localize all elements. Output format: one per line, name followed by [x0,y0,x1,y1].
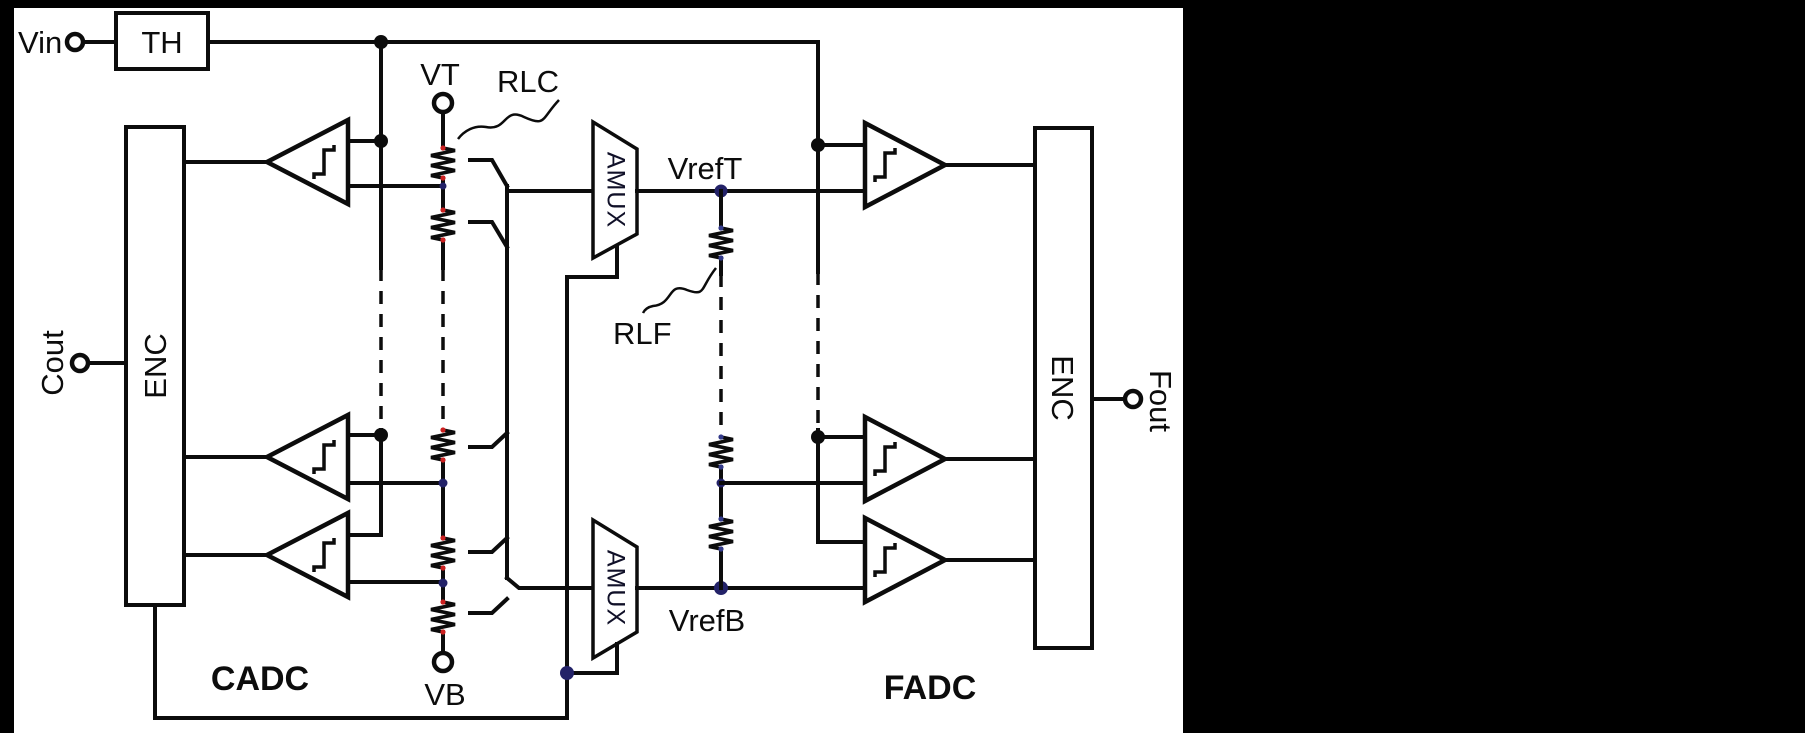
switch-4 [468,535,510,554]
enc-left-label: ENC [138,333,173,398]
track-hold-block: TH [114,11,210,71]
rlc-label: RLC [497,64,559,99]
switch-3 [468,430,510,449]
rlf-leader-squiggle [641,267,717,314]
switch-5 [468,596,510,615]
comparator-coarse-2 [182,411,445,503]
comparator-fine-1 [816,119,1037,211]
vin-terminal-circle [64,31,86,53]
rlc-callout: RLC [457,64,560,140]
comparator-fine-3 [862,514,1037,606]
vt-label: VT [420,57,460,92]
cout-label: Cout [35,330,70,396]
comparator-coarse-1 [182,116,445,208]
vb-terminal-circle [431,650,455,674]
fout-terminal-circle [1122,388,1144,410]
mux-select-routing [153,244,619,720]
th-label: TH [141,25,182,60]
ladder-pin-marks [440,145,446,635]
vin-label: Vin [18,25,62,60]
vin-bus-top [206,40,820,274]
vrefb-label: VrefB [669,603,745,638]
vt-terminal-circle [431,91,455,115]
rlc-leader-squiggle [457,99,560,140]
fout-label: Fout [1143,370,1178,432]
vin-bus-left [346,35,388,537]
fout-terminal: Fout [1090,370,1178,432]
rlf-label: RLF [613,316,672,351]
encoder-left-block: ENC [124,125,186,607]
enc-right-label: ENC [1045,355,1080,420]
comparator-coarse-3 [182,509,445,601]
amux-top-block: AMUX [591,118,639,261]
encoder-right-block: ENC [1033,126,1094,650]
switch-1 [468,158,510,189]
amux-bottom-label: AMUX [601,550,629,626]
fine-reference-ladder [707,189,735,590]
cout-terminal-circle [69,352,91,374]
switch-2 [468,220,510,250]
rlf-callout: RLF [613,267,717,351]
cadc-section-label: CADC [211,660,309,698]
vin-terminal: Vin [18,25,118,60]
fadc-section-label: FADC [884,669,977,707]
cout-terminal: Cout [35,330,128,396]
comparator-fine-2 [719,413,1037,505]
coarse-reference-ladder: VT VB [420,57,465,712]
ladder-pin-marks [718,225,724,552]
vreft-label: VrefT [668,151,743,186]
amux-bottom-block: AMUX [591,516,639,662]
ladder-tap-switches [468,158,595,615]
vreft-net: VrefT [635,151,867,198]
vrefb-net: VrefB [635,581,867,638]
amux-top-label: AMUX [601,152,629,228]
vb-label: VB [424,677,465,712]
